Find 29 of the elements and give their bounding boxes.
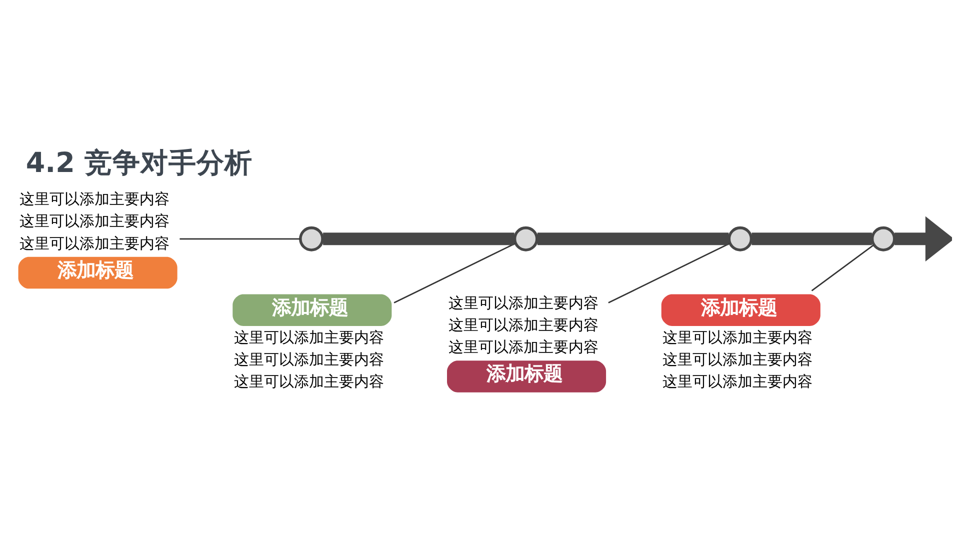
node-label: 这里可以添加主要内容 bbox=[20, 212, 170, 230]
node-label: 这里可以添加主要内容 bbox=[20, 190, 170, 208]
node-box: 添加标题 bbox=[661, 294, 820, 326]
node-box: 添加标题 bbox=[232, 294, 392, 326]
node-label: 这里可以添加主要内容 bbox=[448, 294, 598, 312]
arrow bbox=[894, 216, 952, 262]
node-label: 这里可以添加主要内容 bbox=[662, 350, 813, 368]
diagram-title: 4.2 竞争对手分析 bbox=[26, 146, 252, 179]
connector bbox=[537, 232, 729, 246]
node-circle bbox=[299, 226, 324, 252]
connector bbox=[752, 232, 872, 246]
connector bbox=[180, 238, 300, 240]
connector bbox=[394, 242, 516, 304]
node-label: 这里可以添加主要内容 bbox=[20, 234, 170, 252]
node-circle bbox=[728, 226, 753, 252]
connector bbox=[811, 244, 874, 292]
node-label: 这里可以添加主要内容 bbox=[662, 372, 813, 391]
node-label: 这里可以添加主要内容 bbox=[662, 328, 813, 346]
node-box: 添加标题 bbox=[447, 360, 606, 392]
node-label: 这里可以添加主要内容 bbox=[448, 316, 598, 334]
node-circle bbox=[513, 226, 538, 252]
node-circle bbox=[870, 226, 896, 252]
node-label: 这里可以添加主要内容 bbox=[234, 372, 384, 391]
connector bbox=[608, 242, 730, 304]
connector bbox=[323, 232, 514, 246]
node-box: 添加标题 bbox=[18, 256, 178, 289]
node-label: 这里可以添加主要内容 bbox=[448, 338, 598, 356]
node-label: 这里可以添加主要内容 bbox=[234, 350, 384, 368]
node-label: 这里可以添加主要内容 bbox=[234, 328, 384, 346]
